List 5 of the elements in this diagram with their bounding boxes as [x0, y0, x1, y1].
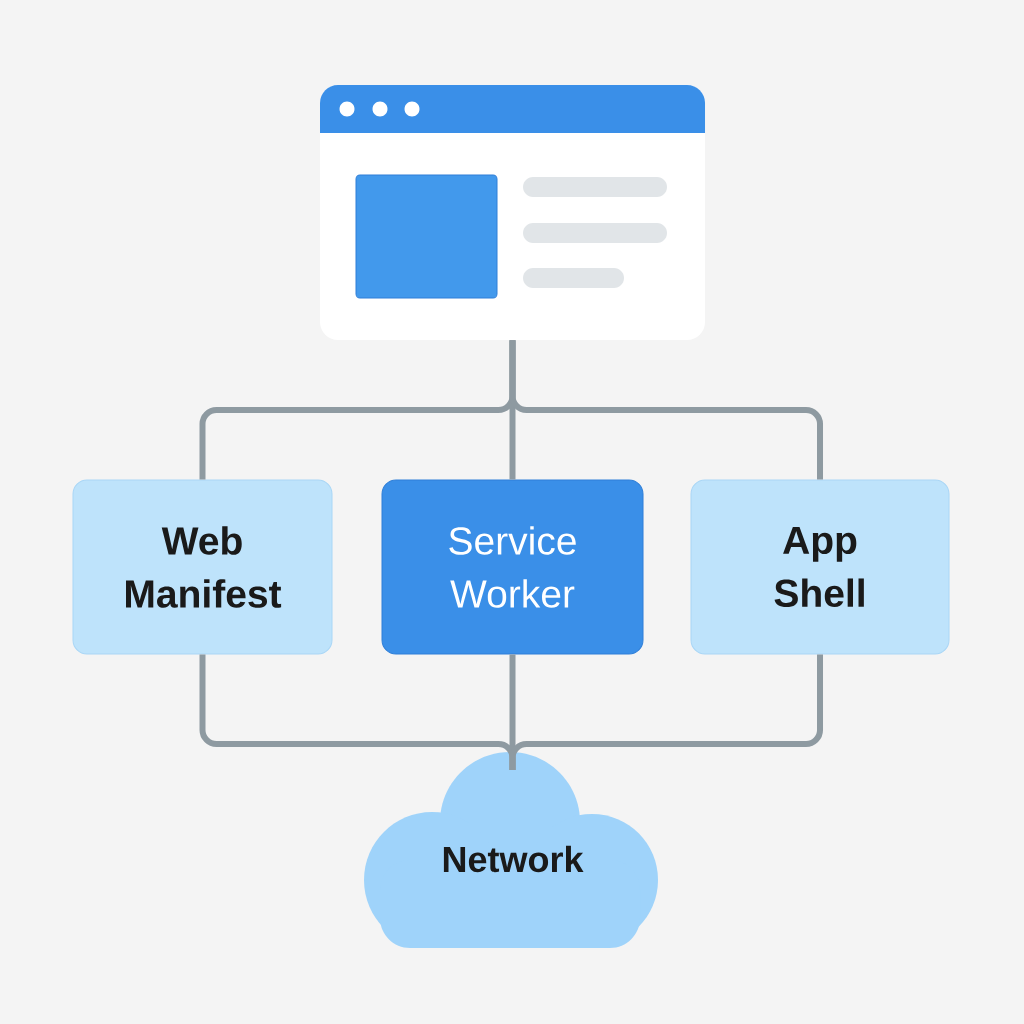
connector-line [509, 340, 823, 480]
process-box: Web Manifest [72, 479, 333, 655]
browser-window-drawing [320, 85, 705, 340]
process-box: App Shell [690, 479, 950, 655]
process-box: Service Worker [381, 479, 644, 655]
